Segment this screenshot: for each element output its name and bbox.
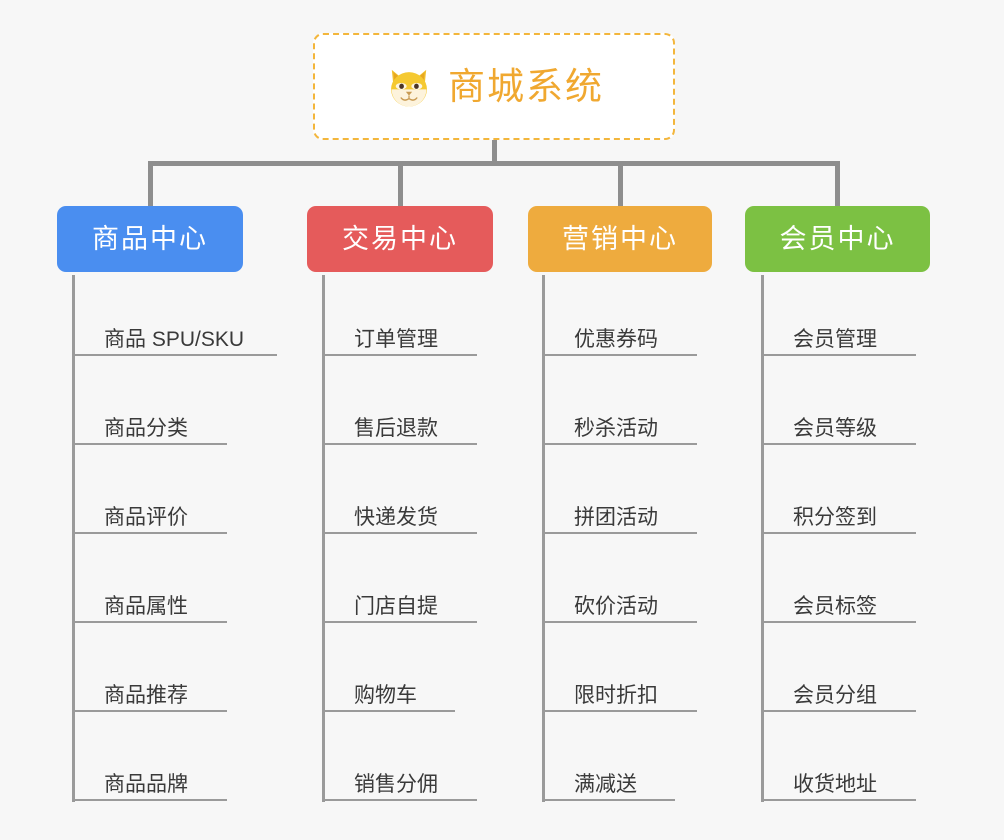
root-node-content: 商城系统: [384, 62, 604, 112]
list-item-label: 订单管理: [354, 327, 438, 351]
list-item[interactable]: 砍价活动: [542, 579, 697, 623]
connector-bus: [148, 161, 840, 166]
list-item[interactable]: 商品属性: [72, 579, 227, 623]
list-item-label: 门店自提: [354, 594, 438, 618]
category-label-member-center: 会员中心: [779, 223, 896, 254]
root-node-shop-system[interactable]: 商城系统: [313, 33, 675, 140]
list-item[interactable]: 商品评价: [72, 490, 227, 534]
category-label-marketing-center: 营销中心: [562, 223, 678, 254]
category-header-trade-center[interactable]: 交易中心: [307, 206, 493, 272]
list-item[interactable]: 优惠券码: [542, 312, 697, 356]
list-item[interactable]: 限时折扣: [542, 668, 697, 712]
list-item-label: 售后退款: [354, 416, 438, 440]
list-item-label: 商品属性: [104, 594, 188, 618]
root-node-title: 商城系统: [448, 66, 604, 107]
list-item[interactable]: 会员等级: [761, 401, 916, 445]
list-item[interactable]: 订单管理: [322, 312, 477, 356]
shiba-dog-icon: [384, 62, 434, 112]
list-item[interactable]: 秒杀活动: [542, 401, 697, 445]
list-item-label: 积分签到: [793, 505, 877, 529]
list-item[interactable]: 快递发货: [322, 490, 477, 534]
category-header-member-center[interactable]: 会员中心: [745, 206, 930, 272]
connector-drop-marketing-center: [618, 161, 623, 206]
list-item-label: 砍价活动: [574, 594, 658, 618]
list-item-label: 会员标签: [793, 594, 877, 618]
connector-drop-product-center: [148, 161, 153, 206]
list-item-label: 商品品牌: [104, 772, 188, 796]
list-item-label: 商品 SPU/SKU: [104, 327, 245, 351]
list-item[interactable]: 销售分佣: [322, 757, 477, 801]
list-item-label: 限时折扣: [574, 683, 658, 707]
list-item[interactable]: 购物车: [322, 668, 455, 712]
list-item-label: 收货地址: [793, 772, 877, 796]
list-item[interactable]: 会员标签: [761, 579, 916, 623]
category-label-trade-center: 交易中心: [342, 223, 458, 254]
list-item-label: 商品分类: [104, 416, 188, 440]
connector-drop-member-center: [835, 161, 840, 206]
trunk-marketing-center: [542, 275, 545, 802]
list-item-label: 秒杀活动: [574, 416, 658, 440]
list-item-label: 会员管理: [793, 327, 877, 351]
connector-root-stem: [492, 140, 497, 166]
list-item-label: 会员分组: [793, 683, 877, 707]
list-item-label: 销售分佣: [354, 772, 438, 796]
category-header-marketing-center[interactable]: 营销中心: [528, 206, 712, 272]
list-item-label: 优惠券码: [574, 327, 658, 351]
list-item[interactable]: 商品 SPU/SKU: [72, 312, 277, 356]
trunk-trade-center: [322, 275, 325, 802]
list-item[interactable]: 门店自提: [322, 579, 477, 623]
list-item[interactable]: 拼团活动: [542, 490, 697, 534]
list-item[interactable]: 会员分组: [761, 668, 916, 712]
list-item[interactable]: 商品品牌: [72, 757, 227, 801]
list-item-label: 快递发货: [354, 505, 438, 529]
category-label-product-center: 商品中心: [92, 223, 208, 254]
list-item-label: 购物车: [354, 683, 417, 707]
list-item[interactable]: 积分签到: [761, 490, 916, 534]
trunk-member-center: [761, 275, 764, 802]
list-item[interactable]: 收货地址: [761, 757, 916, 801]
list-item[interactable]: 满减送: [542, 757, 675, 801]
list-item[interactable]: 售后退款: [322, 401, 477, 445]
list-item-label: 拼团活动: [574, 505, 658, 529]
list-item-label: 商品推荐: [104, 683, 188, 707]
list-item[interactable]: 商品推荐: [72, 668, 227, 712]
list-item[interactable]: 会员管理: [761, 312, 916, 356]
list-item-label: 满减送: [574, 772, 637, 796]
list-item[interactable]: 商品分类: [72, 401, 227, 445]
list-item-label: 会员等级: [793, 416, 877, 440]
list-item-label: 商品评价: [104, 505, 188, 529]
category-header-product-center[interactable]: 商品中心: [57, 206, 243, 272]
trunk-product-center: [72, 275, 75, 802]
connector-drop-trade-center: [398, 161, 403, 206]
